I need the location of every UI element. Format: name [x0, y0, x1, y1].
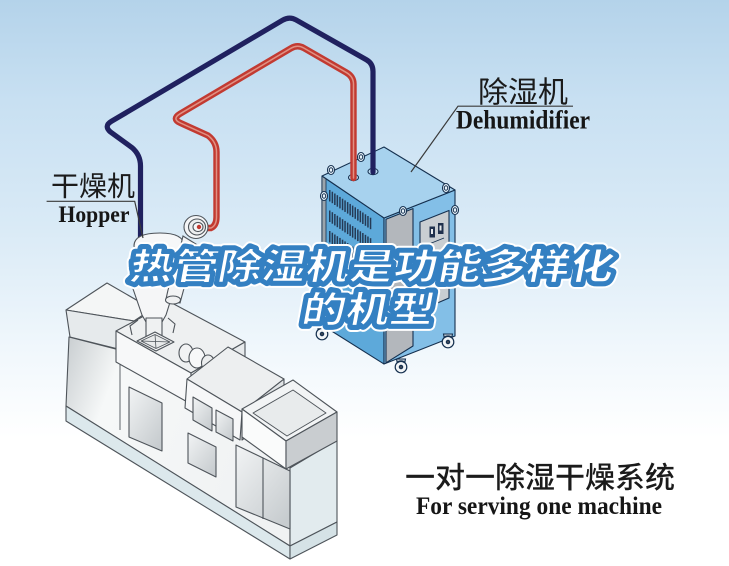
svg-text:Dehumidifier: Dehumidifier — [456, 105, 590, 134]
svg-text:For serving one machine: For serving one machine — [416, 491, 662, 520]
svg-text:Hopper: Hopper — [59, 202, 130, 227]
